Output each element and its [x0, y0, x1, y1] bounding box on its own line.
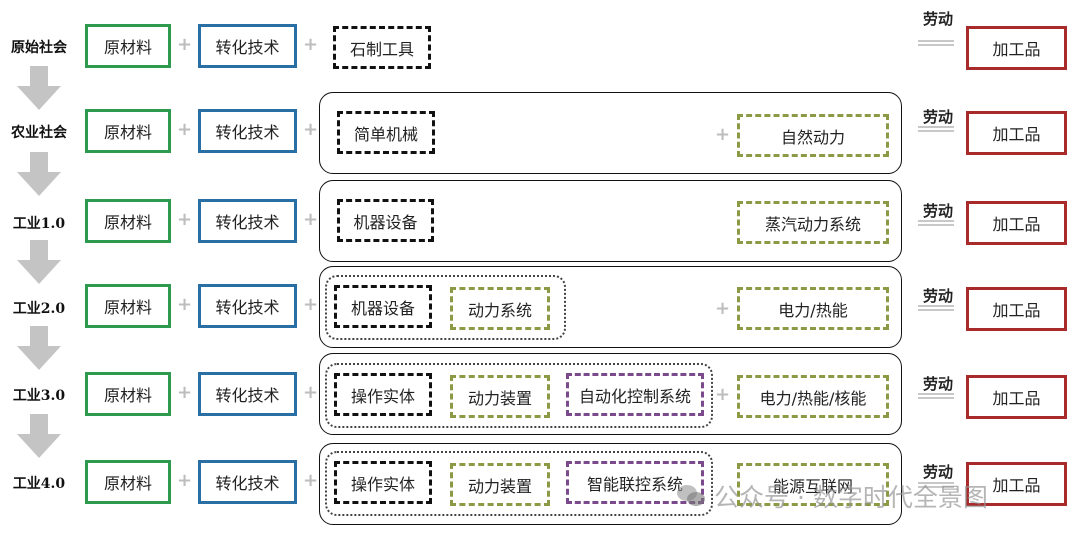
- watermark: 公众号 · 数字时代全景图: [676, 478, 988, 514]
- era-label-industry-3: 工业3.0: [12, 388, 66, 404]
- plus-sign: +: [303, 34, 319, 55]
- raw-material-box: 原材料: [85, 284, 171, 328]
- transform-tech-box: 转化技术: [198, 284, 297, 328]
- tools-panel-industry-2: [319, 266, 902, 348]
- raw-material-box: 原材料: [85, 372, 171, 416]
- plus-sign: +: [715, 124, 731, 145]
- labor-label: 劳动: [922, 375, 953, 393]
- plus-sign: +: [303, 470, 319, 491]
- down-arrow-icon: [17, 152, 61, 196]
- plus-sign: +: [177, 470, 193, 491]
- plus-sign: +: [177, 119, 193, 140]
- power-box-steam-power-system: 蒸汽动力系统: [737, 201, 889, 244]
- equals-sign: [918, 220, 954, 230]
- tools-panel-industry-4: [319, 443, 902, 525]
- tools-panel-agricultural: [319, 92, 902, 174]
- raw-material-box: 原材料: [85, 109, 171, 153]
- transform-tech-box: 转化技术: [198, 199, 297, 243]
- era-label-industry-1: 工业1.0: [12, 216, 66, 232]
- era-label-industry-4: 工业4.0: [12, 476, 66, 492]
- plus-sign: +: [177, 382, 193, 403]
- product-box: 加工品: [966, 26, 1067, 70]
- labor-label: 劳动: [922, 463, 953, 481]
- transform-tech-box: 转化技术: [198, 460, 297, 504]
- plus-sign: +: [303, 382, 319, 403]
- wechat-icon: [677, 485, 705, 506]
- product-box: 加工品: [966, 201, 1067, 245]
- sub-box-power-unit: 动力装置: [450, 375, 550, 418]
- power-box-electric-thermal-nuclear: 电力/热能/核能: [737, 375, 889, 418]
- tool-box-machine-equipment: 机器设备: [334, 285, 432, 328]
- plus-sign: +: [303, 119, 319, 140]
- control-box-automation-control-system: 自动化控制系统: [566, 373, 704, 416]
- era-label-industry-2: 工业2.0: [12, 301, 66, 317]
- transform-tech-box: 转化技术: [198, 24, 297, 68]
- era-label-agricultural: 农业社会: [11, 125, 67, 141]
- machine-group-industry-3: [325, 363, 713, 428]
- down-arrow-icon: [17, 66, 61, 110]
- plus-sign: +: [303, 209, 319, 230]
- equals-sign: [918, 40, 954, 50]
- tools-panel-industry-1: [319, 180, 902, 262]
- product-box: 加工品: [966, 462, 1067, 506]
- labor-label: 劳动: [922, 10, 953, 28]
- power-box-energy-internet: 能源互联网: [737, 463, 889, 506]
- plus-sign: +: [177, 34, 193, 55]
- product-box: 加工品: [966, 111, 1067, 155]
- control-box-intelligent-control-system: 智能联控系统: [566, 461, 704, 504]
- tool-box-operating-entity: 操作实体: [334, 373, 432, 416]
- transform-tech-box: 转化技术: [198, 372, 297, 416]
- tool-box-machine-equipment: 机器设备: [337, 199, 434, 242]
- equals-sign: [918, 393, 954, 403]
- era-label-primitive: 原始社会: [11, 40, 67, 56]
- equals-sign: [918, 126, 954, 136]
- product-box: 加工品: [966, 375, 1067, 419]
- power-box-natural-power: 自然动力: [737, 114, 889, 157]
- plus-sign: +: [177, 294, 193, 315]
- down-arrow-icon: [17, 326, 61, 370]
- down-arrow-icon: [17, 414, 61, 458]
- tools-panel-industry-3: [319, 353, 902, 435]
- plus-sign: +: [177, 209, 193, 230]
- sub-box-power-unit: 动力装置: [450, 463, 550, 506]
- labor-label: 劳动: [922, 202, 953, 220]
- plus-sign: +: [303, 294, 319, 315]
- labor-label: 劳动: [922, 108, 953, 126]
- machine-group-industry-2: [325, 275, 566, 340]
- plus-sign: +: [715, 384, 731, 405]
- equals-sign: [918, 482, 954, 492]
- raw-material-box: 原材料: [85, 460, 171, 504]
- labor-label: 劳动: [922, 287, 953, 305]
- tool-box-stone-tools: 石制工具: [333, 26, 431, 69]
- machine-group-industry-4: [325, 451, 713, 516]
- down-arrow-icon: [17, 240, 61, 284]
- equals-sign: [918, 305, 954, 315]
- power-box-electric-thermal: 电力/热能: [737, 287, 889, 330]
- plus-sign: +: [715, 298, 731, 319]
- tool-box-operating-entity: 操作实体: [334, 461, 432, 504]
- raw-material-box: 原材料: [85, 24, 171, 68]
- watermark-text: 公众号 · 数字时代全景图: [714, 483, 988, 512]
- sub-box-power-system: 动力系统: [450, 287, 550, 330]
- raw-material-box: 原材料: [85, 199, 171, 243]
- product-box: 加工品: [966, 287, 1067, 331]
- tool-box-simple-machinery: 简单机械: [337, 111, 435, 154]
- transform-tech-box: 转化技术: [198, 109, 297, 153]
